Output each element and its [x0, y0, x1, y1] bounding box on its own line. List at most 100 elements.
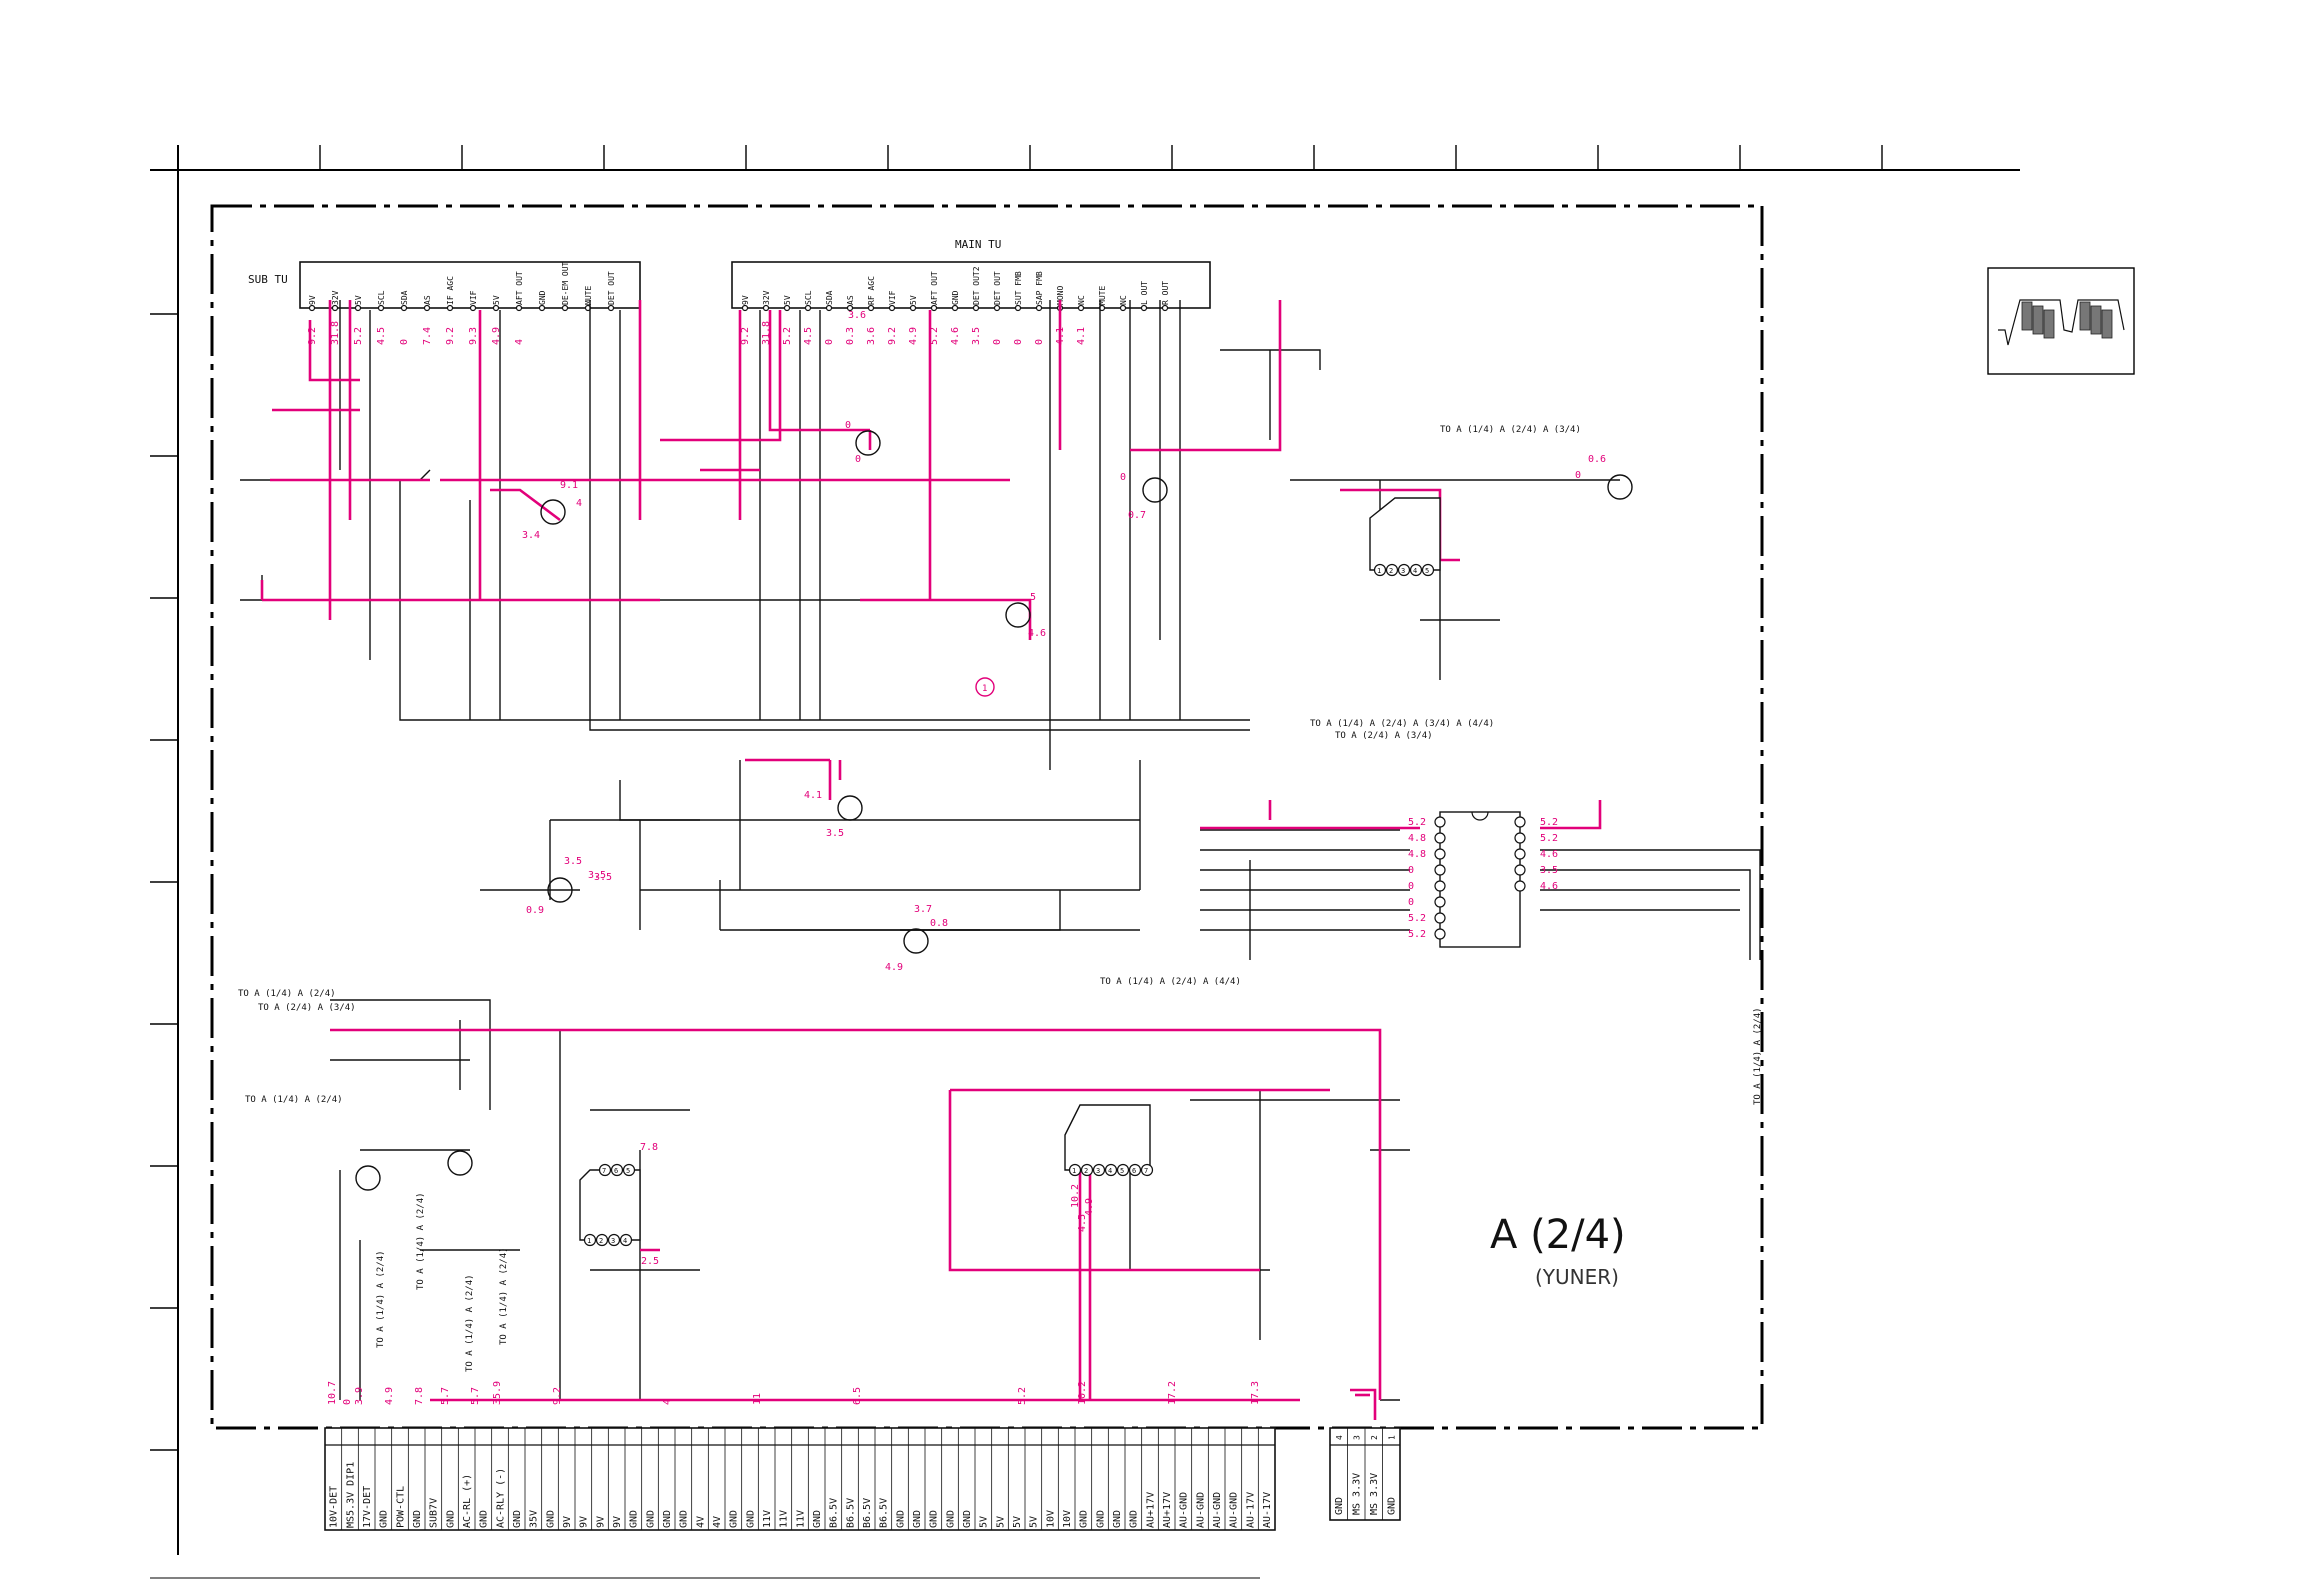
ic-pin-number: 1: [587, 1237, 591, 1245]
tuner-pin-voltage: 4.5: [803, 327, 814, 345]
tuner-pin: [561, 304, 569, 312]
tuner-pin-label: R OUT: [1161, 281, 1170, 305]
ic-pin: [1140, 1163, 1154, 1177]
connector-pin-label: 10V: [1045, 1510, 1056, 1528]
ic-pin-voltage: 5.2: [1540, 833, 1558, 844]
ic-pin-number: 3: [1096, 1167, 1100, 1175]
connector-pin-label: GND: [1112, 1510, 1123, 1528]
ic-pin: [1092, 1163, 1106, 1177]
tuner-pin-label: RF AGC: [867, 276, 876, 305]
ic-pin-number: 5: [626, 1167, 630, 1175]
ic-pin-number: 5: [1425, 567, 1429, 575]
connector-pin-label: GND: [1387, 1497, 1398, 1515]
voltage-label: 0.8: [930, 918, 948, 929]
tuner-pin-label: AFT OUT: [515, 271, 524, 305]
ic-pin: [595, 1233, 609, 1247]
ic-pin-number: 6: [1132, 1167, 1136, 1175]
tuner-pin-label: MUTE: [1098, 286, 1107, 305]
ic-pin-number: 7: [602, 1167, 606, 1175]
voltage-label: 3.5: [594, 872, 612, 883]
connector-pin-label: AU-GND: [1212, 1492, 1223, 1528]
ic-pin-voltage: 0: [1408, 897, 1414, 908]
cross-reference: TO A (1/4) A (2/4): [376, 1250, 386, 1348]
tuner-pin: [400, 304, 408, 312]
connector-voltage: 5.7: [440, 1387, 451, 1405]
voltage-label: 4: [576, 498, 582, 509]
connector-pin-label: B6.5V: [879, 1498, 890, 1528]
connector-pin-label: B6.5V: [845, 1498, 856, 1528]
connector-pin-label: GND: [1095, 1510, 1106, 1528]
connector-pin-label: AU-GND: [1229, 1492, 1240, 1528]
cross-reference: TO A (2/4) A (3/4): [1335, 731, 1433, 741]
voltage-label: 0.6: [1588, 454, 1606, 465]
connector-pin-label: GND: [445, 1510, 456, 1528]
ic-pin: [1514, 816, 1526, 828]
connector-pin-label: AC-RL (+): [462, 1474, 473, 1528]
ic-pin: [1434, 912, 1446, 924]
tuner-pin-voltage: 4.9: [908, 327, 919, 345]
connector-pin-label: GND: [729, 1510, 740, 1528]
ic-pin-number: 4: [1413, 567, 1417, 575]
tuner-pin-label: 5V: [909, 295, 918, 305]
tuner-pin: [423, 304, 431, 312]
connector-pin-label: AU+17V: [1162, 1492, 1173, 1528]
ic-pin: [1514, 880, 1526, 892]
ic-pin: [1397, 563, 1411, 577]
connector-voltage: 11: [752, 1393, 763, 1405]
tuner-pin-label: NC: [1119, 295, 1128, 305]
ic-pin-voltage: 4.8: [1408, 849, 1426, 860]
tuner-pin: [538, 304, 546, 312]
voltage-label: 2.5: [641, 1256, 659, 1267]
wiring-pink: [260, 300, 1602, 1420]
tuner-pin-voltage: 31.8: [761, 321, 772, 345]
ic-pin: [1116, 1163, 1130, 1177]
tuner-pin: [804, 304, 812, 312]
voltage-label: 0.9: [526, 905, 544, 916]
connector-voltage: 10.2: [1077, 1381, 1088, 1405]
tuner-pin-label: 5V: [783, 295, 792, 305]
tuner-pin-label: DE-EM OUT: [561, 261, 570, 305]
connector-pin-label: 5V: [1012, 1516, 1023, 1528]
connector-pin-number: 1: [1388, 1435, 1397, 1440]
tuner-pin-label: NC: [1077, 295, 1086, 305]
ic-pin: [610, 1163, 624, 1177]
ic-pin: [1434, 816, 1446, 828]
connector-pin-label: 9V: [579, 1516, 590, 1528]
connector-pin-label: GND: [1079, 1510, 1090, 1528]
connector-pin-label: B6.5V: [829, 1498, 840, 1528]
voltage-label: 4.5: [1077, 1214, 1088, 1232]
ic-pin: [622, 1163, 636, 1177]
connector-pin-label: 11V: [779, 1510, 790, 1528]
voltage-label: 4.9: [885, 962, 903, 973]
tuner-pin: [469, 304, 477, 312]
ic-pin: [1434, 896, 1446, 908]
connector-voltage: 5.7: [470, 1387, 481, 1405]
connector-pin-label: GND: [545, 1510, 556, 1528]
tuner-pin-voltage: 0.3: [845, 327, 856, 345]
connector-pin-label: GND: [645, 1510, 656, 1528]
cross-reference: TO A (1/4) A (2/4) A (3/4): [1440, 425, 1581, 435]
connector-pin-label: GND: [912, 1510, 923, 1528]
tuner-pin: [741, 304, 749, 312]
tuner-pin-label: MONO: [1056, 286, 1065, 305]
connector-pin-label: 17V-DET: [362, 1486, 373, 1528]
ic-pin-voltage: 0: [1408, 881, 1414, 892]
tuner-pin-label: 32V: [762, 290, 771, 305]
tuner-pin-label: AS: [846, 295, 855, 305]
connector-pin-label: GND: [629, 1510, 640, 1528]
voltage-label: 5: [1030, 592, 1036, 603]
tuner-pin: [377, 304, 385, 312]
voltage-label: 3.5: [564, 856, 582, 867]
ic-pin-voltage: 5.2: [1540, 817, 1558, 828]
tuner-pin-label: 9V: [308, 295, 317, 305]
ic-pin-voltage: 3.5: [1540, 865, 1558, 876]
tuner-pin-voltage: 0: [399, 339, 410, 345]
tuner-pin: [783, 304, 791, 312]
tuner-pin: [1035, 304, 1043, 312]
cross-reference: TO A (1/4) A (2/4) A (3/4) A (4/4): [1310, 719, 1494, 729]
ic-pin-voltage: 4.6: [1540, 881, 1558, 892]
